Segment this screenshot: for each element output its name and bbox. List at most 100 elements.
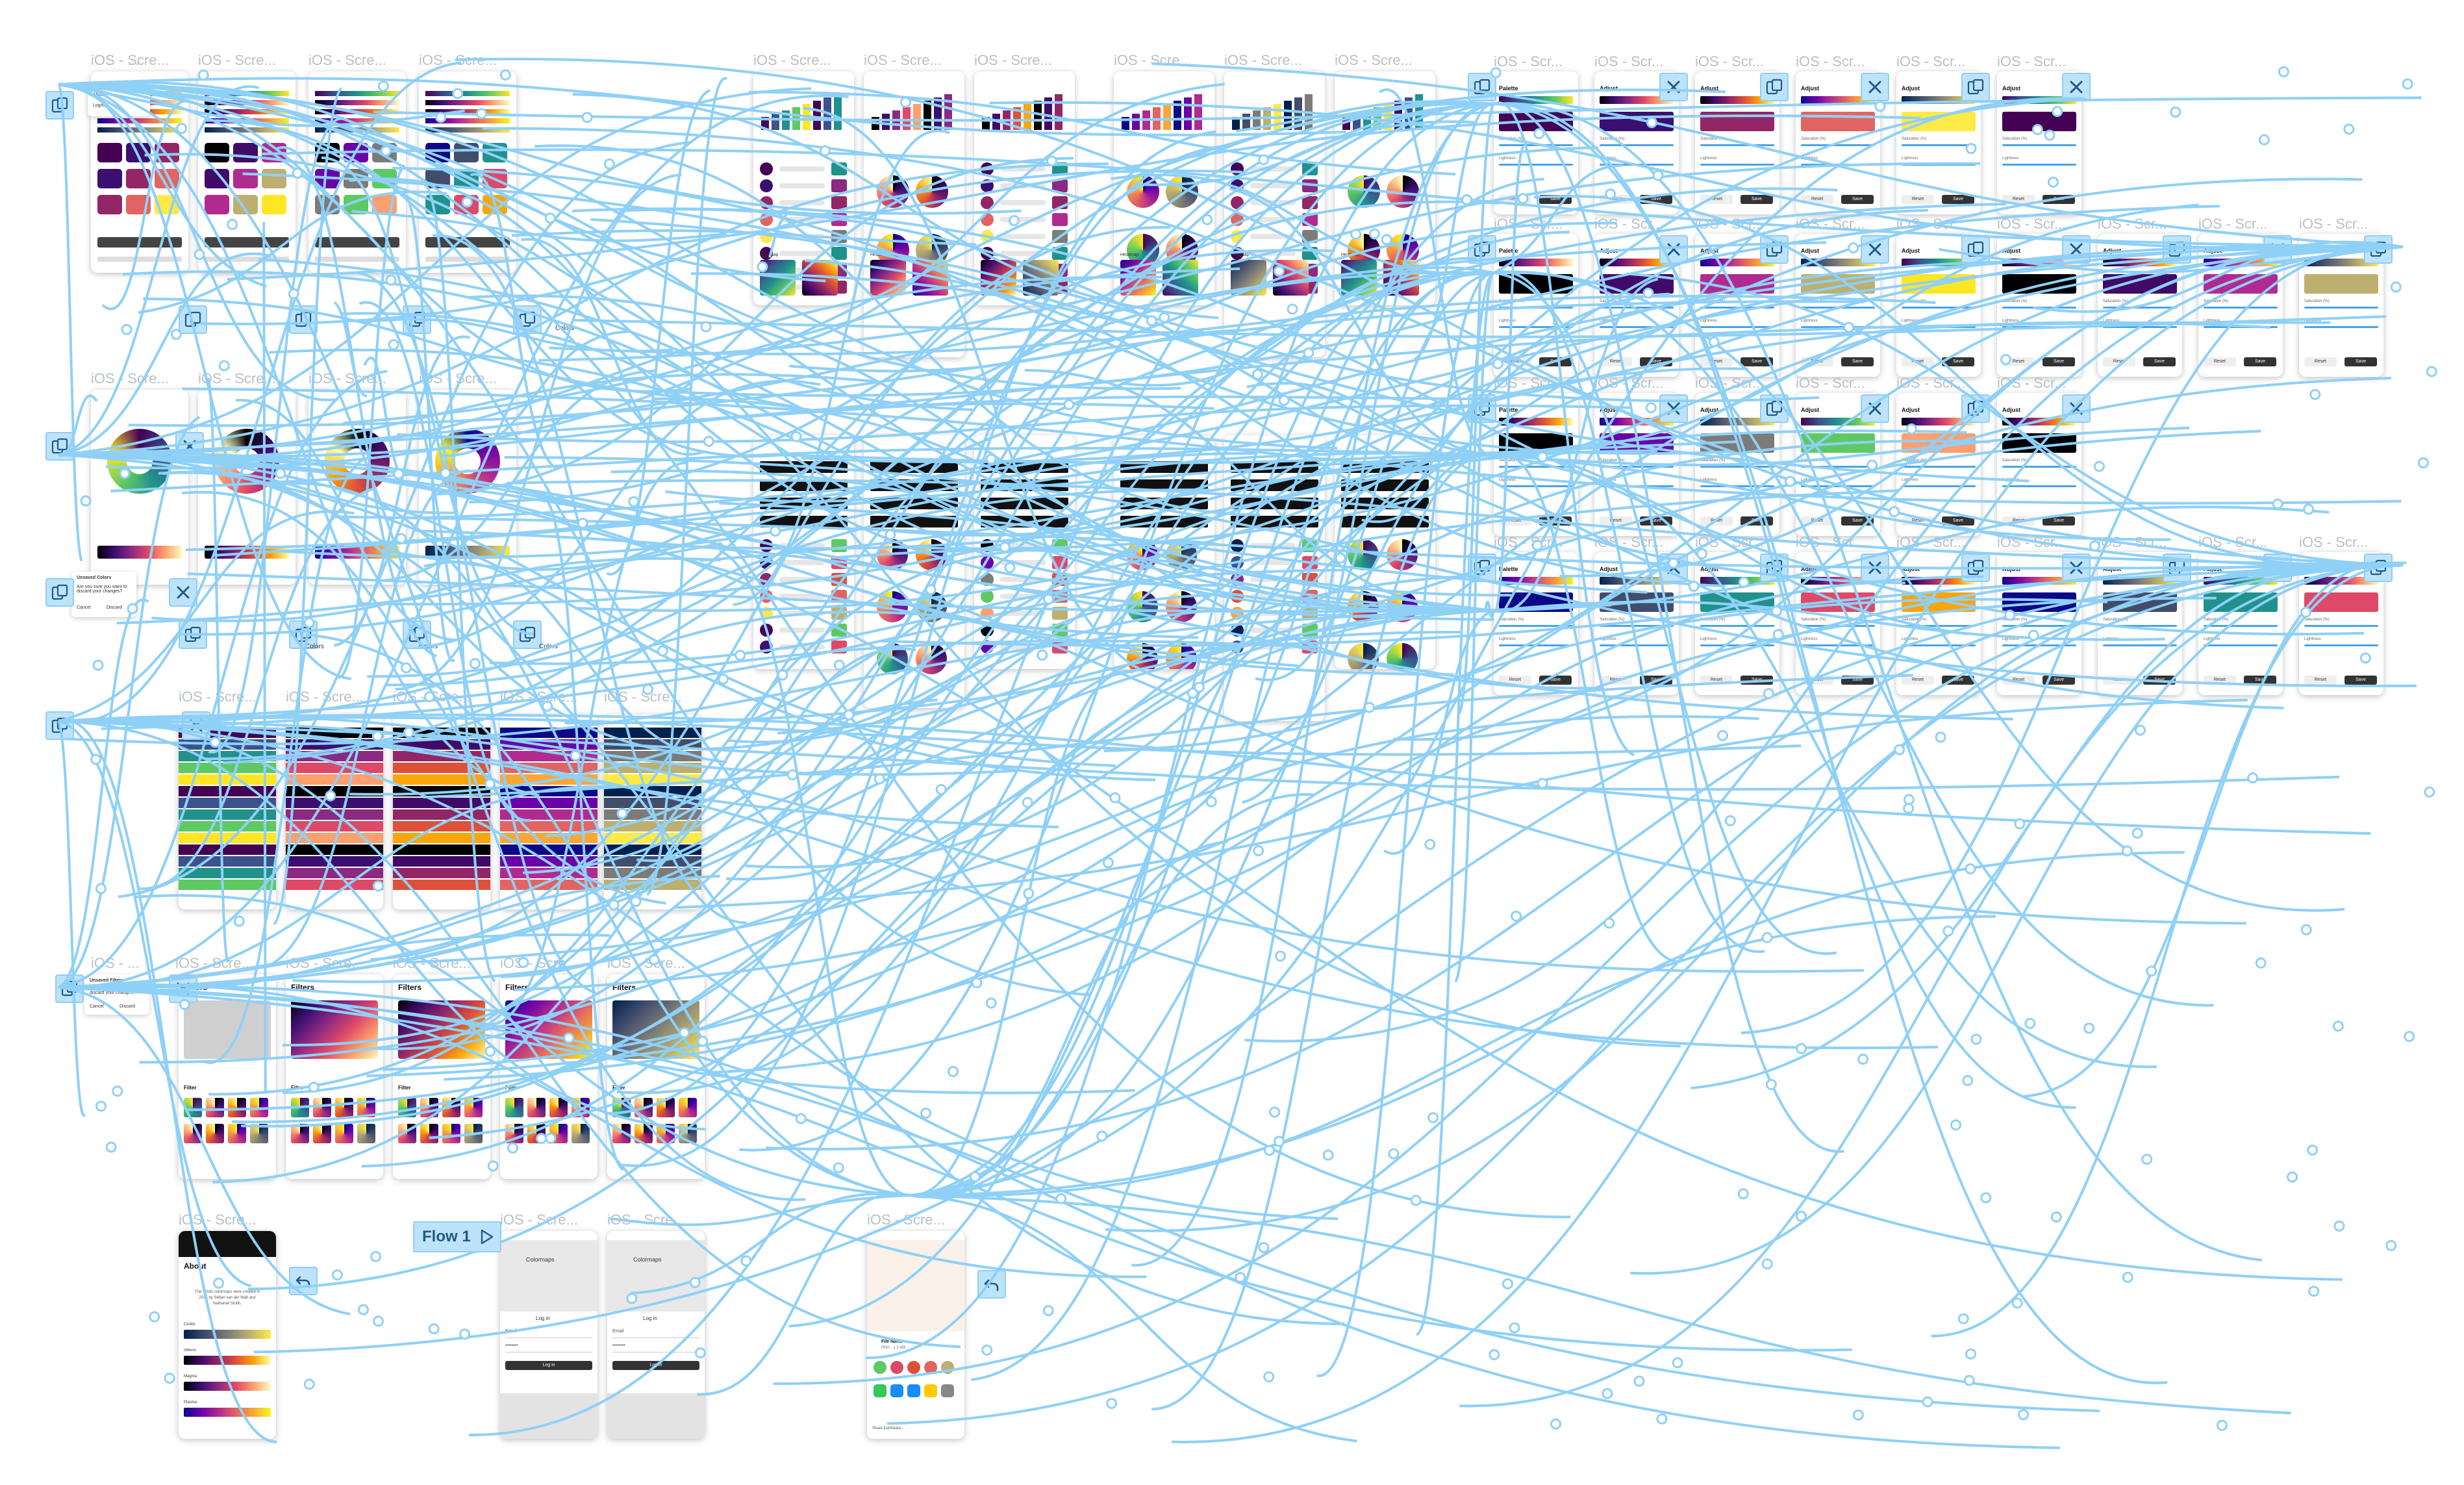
save-button[interactable]: Save	[2244, 357, 2276, 366]
reset-button[interactable]: Reset	[1600, 357, 1632, 366]
reset-button[interactable]: Reset	[2002, 195, 2035, 204]
stripe-screen[interactable]	[179, 715, 276, 909]
reset-button[interactable]: Reset	[2204, 676, 2236, 685]
email-field[interactable]: Email	[612, 1328, 699, 1338]
back-action-button[interactable]	[977, 1270, 1006, 1299]
save-button[interactable]: Save	[2043, 357, 2075, 366]
chart-screen-2[interactable]	[1335, 435, 1435, 669]
filters-discard[interactable]: Discard	[119, 1004, 135, 1009]
password-field[interactable]: ••••••••	[612, 1343, 699, 1352]
save-button[interactable]: Save	[1741, 357, 1773, 366]
device-action-button[interactable]	[1468, 553, 1496, 582]
colormap-list-screen[interactable]	[419, 71, 516, 273]
stripe-screen[interactable]	[286, 715, 383, 909]
device-action-button[interactable]	[1468, 235, 1496, 264]
colormap-list-screen[interactable]	[308, 71, 406, 273]
device-action-button[interactable]	[1961, 73, 1990, 101]
device-action-button[interactable]	[1961, 235, 1990, 264]
close-action-button[interactable]	[2062, 553, 2091, 582]
close-action-button[interactable]	[2062, 394, 2091, 423]
device-action-button[interactable]	[45, 91, 74, 120]
colorwheel-screen[interactable]	[198, 390, 295, 585]
close-action-button[interactable]	[1861, 73, 1889, 101]
colorwheel-screen[interactable]	[419, 390, 516, 585]
close-action-button[interactable]	[169, 578, 197, 607]
chart-screen[interactable]: Heatmap	[974, 71, 1075, 305]
save-button[interactable]: Save	[1942, 357, 1974, 366]
reset-button[interactable]: Reset	[2103, 357, 2135, 366]
colormap-list-screen[interactable]	[198, 71, 295, 273]
chart-screen[interactable]: Heatmap	[1335, 71, 1435, 305]
device-action-button[interactable]	[45, 432, 74, 461]
device-action-button[interactable]	[1760, 73, 1789, 101]
save-button[interactable]: Save	[1640, 357, 1672, 366]
close-action-button[interactable]	[175, 432, 204, 461]
stripe-screen[interactable]	[500, 715, 597, 909]
reset-button[interactable]: Reset	[2304, 357, 2337, 366]
device-action-button[interactable]	[513, 620, 542, 649]
close-action-button[interactable]	[2263, 553, 2292, 582]
save-button[interactable]: Save	[2143, 676, 2176, 685]
reset-button[interactable]: Reset	[2002, 357, 2035, 366]
save-button[interactable]: Save	[1841, 195, 1874, 204]
save-button[interactable]: Save	[1841, 357, 1874, 366]
reset-button[interactable]: Reset	[1902, 195, 1934, 204]
close-action-button[interactable]	[1659, 394, 1688, 423]
colorwheel-screen[interactable]	[308, 390, 406, 585]
chart-screen-2[interactable]	[974, 435, 1075, 669]
reset-button[interactable]: Reset	[2002, 676, 2035, 685]
stripe-screen[interactable]	[604, 715, 701, 909]
save-button[interactable]: Save	[1841, 676, 1874, 685]
alert-cancel[interactable]: Cancel	[77, 605, 91, 610]
close-action-button[interactable]	[2263, 235, 2292, 264]
menu-item-about[interactable]: About	[93, 93, 105, 97]
chart-screen[interactable]: Heatmap	[864, 71, 964, 357]
password-field[interactable]: ••••••••	[505, 1343, 592, 1352]
close-action-button[interactable]	[1861, 394, 1889, 423]
save-button[interactable]: Save	[1539, 516, 1572, 526]
reset-button[interactable]: Reset	[1499, 676, 1531, 685]
reset-button[interactable]: Reset	[1600, 676, 1632, 685]
save-button[interactable]: Save	[1539, 357, 1572, 366]
save-button[interactable]: Save	[2043, 195, 2075, 204]
reset-button[interactable]: Reset	[1499, 357, 1531, 366]
device-action-button[interactable]	[1760, 553, 1789, 582]
close-action-button[interactable]	[169, 974, 197, 1003]
reset-button[interactable]: Reset	[1700, 676, 1733, 685]
reset-button[interactable]: Reset	[1902, 676, 1934, 685]
chart-screen-2[interactable]	[1114, 435, 1214, 669]
reset-button[interactable]: Reset	[1902, 516, 1934, 526]
close-action-button[interactable]	[2062, 73, 2091, 101]
save-button[interactable]: Save	[2345, 676, 2377, 685]
stripe-screen[interactable]	[393, 715, 490, 909]
save-button[interactable]: Save	[1942, 676, 1974, 685]
save-button[interactable]: Save	[2143, 357, 2176, 366]
device-action-button[interactable]	[1961, 553, 1990, 582]
device-action-button[interactable]	[2364, 235, 2393, 264]
close-action-button[interactable]	[1861, 235, 1889, 264]
close-action-button[interactable]	[1659, 553, 1688, 582]
save-button[interactable]: Save	[1640, 195, 1672, 204]
login-button[interactable]: Log in	[612, 1361, 699, 1370]
chart-screen[interactable]: Heatmap	[753, 71, 854, 305]
chart-screen[interactable]: Heatmap	[1114, 71, 1214, 305]
reset-button[interactable]: Reset	[1700, 195, 1733, 204]
device-action-button[interactable]	[45, 711, 74, 740]
reset-button[interactable]: Reset	[1902, 357, 1934, 366]
menu-item-logout[interactable]: Logout	[93, 103, 107, 108]
save-button[interactable]: Save	[1741, 195, 1773, 204]
save-button[interactable]: Save	[1841, 516, 1874, 526]
device-action-button[interactable]	[1961, 394, 1990, 423]
save-button[interactable]: Save	[2244, 676, 2276, 685]
save-button[interactable]: Save	[1741, 676, 1773, 685]
reset-button[interactable]: Reset	[1801, 195, 1833, 204]
